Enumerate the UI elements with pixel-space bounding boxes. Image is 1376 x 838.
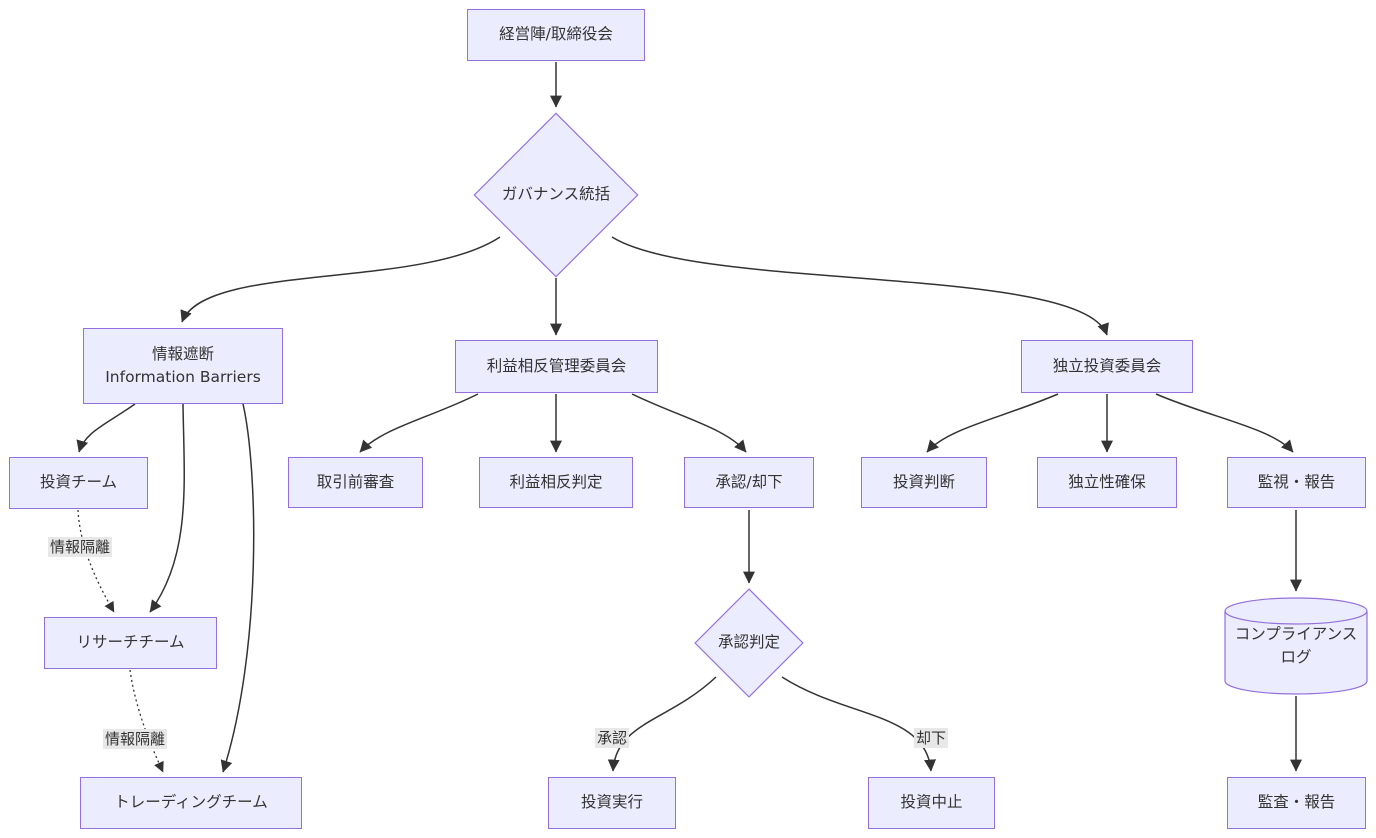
node-invest-committee: 独立投資委員会 [1021,340,1193,393]
node-approve-reject: 承認/却下 [684,457,814,508]
node-invest-execute-label: 投資実行 [580,793,643,812]
node-compliance-log-label-2: ログ [1280,648,1312,666]
node-compliance-log: コンプライアンス ログ [1224,597,1368,695]
node-independence: 独立性確保 [1037,457,1177,508]
node-invest-team: 投資チーム [9,457,148,509]
node-board-label: 経営陣/取締役会 [499,25,613,44]
edge-label-isolation-1: 情報隔離 [47,537,113,557]
node-trading-team: トレーディングチーム [80,777,302,829]
node-monitoring: 監視・報告 [1227,457,1366,508]
edge-invest-committee-to-invest-decision [926,393,1059,453]
node-independence-label: 独立性確保 [1068,472,1146,491]
node-coi-judgement: 利益相反判定 [479,457,633,508]
node-audit-report-label: 監査・報告 [1257,793,1336,812]
edge-label-reject: 却下 [913,728,949,748]
node-governance-label: ガバナンス統括 [501,185,611,204]
edge-approval-decision-to-invest-stop [781,676,936,772]
edge-invest-committee-to-monitoring [1155,393,1294,453]
edge-barriers-to-research-team [149,403,185,613]
node-invest-stop: 投資中止 [868,777,995,829]
edge-coi-committee-to-pretrade [359,393,479,453]
node-information-barriers: 情報遮断 Information Barriers [83,328,283,404]
node-invest-team-label: 投資チーム [39,473,118,492]
node-invest-committee-label: 独立投資委員会 [1052,356,1162,375]
node-coi-committee: 利益相反管理委員会 [455,340,658,393]
node-invest-decision: 投資判断 [861,457,987,508]
node-governance-decision: ガバナンス統括 [473,112,639,278]
node-approval-decision-label: 承認判定 [717,633,780,652]
cylinder-shape [1224,597,1368,695]
node-approve-reject-label: 承認/却下 [715,472,783,491]
node-coi-judgement-label: 利益相反判定 [509,472,603,491]
node-compliance-log-label-1: コンプライアンス [1234,624,1358,643]
diamond-shape [694,588,804,698]
node-approval-decision: 承認判定 [694,588,804,698]
node-pretrade-review: 取引前審査 [288,457,423,508]
node-barriers-label-ja: 情報遮断 [151,344,214,363]
node-audit-report: 監査・報告 [1227,777,1366,829]
edge-governance-to-invest-committee [611,236,1109,336]
edge-invest-team-to-research-team [77,509,115,613]
node-coi-committee-label: 利益相反管理委員会 [486,356,627,375]
edge-coi-committee-to-approve-reject [631,393,747,453]
node-invest-decision-label: 投資判断 [892,472,955,491]
node-pretrade-label: 取引前審査 [316,472,395,491]
node-trading-team-label: トレーディングチーム [114,793,268,812]
edge-approval-decision-to-invest-execute [607,676,717,772]
node-board: 経営陣/取締役会 [467,9,645,61]
node-monitoring-label: 監視・報告 [1257,472,1336,491]
edge-barriers-to-trading-team [220,403,255,773]
node-invest-execute: 投資実行 [548,777,676,829]
node-research-team-label: リサーチチーム [76,633,185,652]
node-invest-stop-label: 投資中止 [900,793,963,812]
node-research-team: リサーチチーム [44,617,217,669]
edge-barriers-to-invest-team [76,403,136,453]
edge-governance-to-barriers [180,236,501,323]
node-barriers-label-en: Information Barriers [105,368,261,386]
diamond-shape [473,112,639,278]
edge-research-team-to-trading-team [129,669,164,773]
edge-label-isolation-2: 情報隔離 [102,729,168,749]
edge-label-approve: 承認 [594,728,630,748]
